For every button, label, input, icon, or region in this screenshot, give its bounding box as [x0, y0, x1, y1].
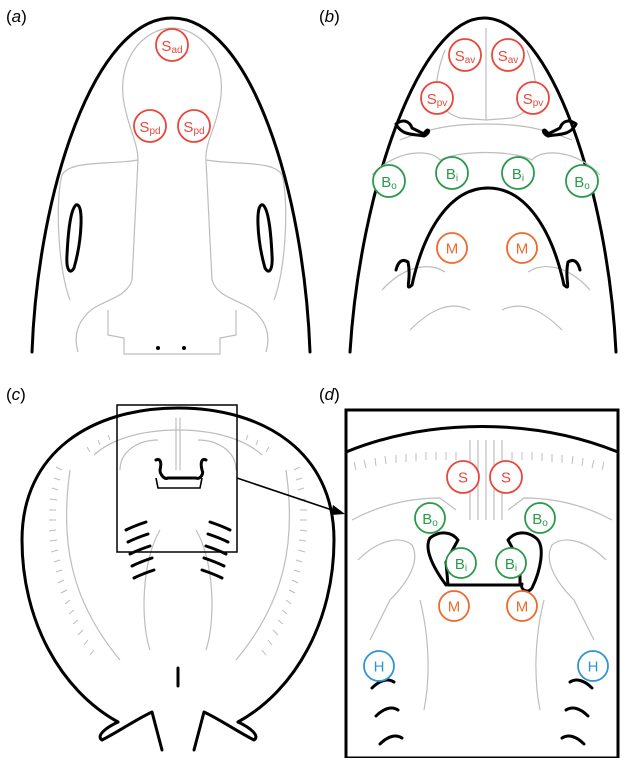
marker-m-left-d: M	[439, 591, 469, 621]
marker-b-i-left-b: Bi	[436, 157, 468, 189]
mouth-outline-c	[156, 459, 206, 478]
marker-b-o-right-b: Bo	[566, 165, 598, 197]
marker-s-left-d: S	[447, 461, 479, 493]
zoom-arrowhead	[331, 505, 345, 515]
right-eye	[258, 205, 272, 271]
svg-text:M: M	[516, 599, 529, 616]
head-outline-a	[32, 18, 310, 352]
marker-s-pd-right: Spd	[178, 110, 210, 142]
marker-b-i-left-d: Bi	[446, 548, 476, 578]
left-nostril	[396, 121, 429, 136]
panel-label-d: (d)	[319, 385, 340, 404]
gill-slits-right	[202, 522, 230, 578]
marker-b-o-left-d: Bo	[415, 503, 445, 533]
marker-h-right-d: H	[578, 651, 608, 681]
panel-a-dorsal-head	[32, 18, 310, 354]
pelvic-fins	[100, 712, 256, 750]
marker-h-left-d: H	[364, 651, 394, 681]
panel-c-whole-body	[22, 405, 345, 750]
marker-s-pv-left: Spv	[421, 82, 453, 114]
marker-b-i-right-b: Bi	[502, 157, 534, 189]
svg-text:H: H	[588, 659, 599, 676]
marker-m-left-b: M	[437, 233, 467, 263]
marker-s-right-d: S	[490, 461, 522, 493]
gill-slits-left	[126, 522, 154, 578]
left-eye	[67, 205, 81, 271]
panel-label-b: (b)	[319, 7, 340, 26]
panel-label-a: (a)	[6, 7, 27, 26]
panel-d-mouth-closeup	[346, 410, 618, 758]
svg-text:M: M	[448, 599, 461, 616]
marker-b-i-right-d: Bi	[496, 548, 526, 578]
marker-s-ad: Sad	[156, 29, 188, 61]
closeup-gill-slits-left	[372, 680, 402, 744]
marker-m-right-d: M	[507, 591, 537, 621]
marker-b-o-right-d: Bo	[525, 503, 555, 533]
marker-b-o-left-b: Bo	[373, 165, 405, 197]
marker-s-av-left: Sav	[449, 39, 481, 71]
marker-s-pd-left: Spd	[134, 110, 166, 142]
marker-s-pv-right: Spv	[517, 82, 549, 114]
svg-text:S: S	[501, 470, 511, 487]
svg-text:M: M	[446, 241, 459, 258]
closeup-gill-slits-right	[562, 680, 592, 744]
closeup-disc-edge	[346, 427, 618, 453]
svg-text:S: S	[458, 470, 468, 487]
svg-text:M: M	[516, 241, 529, 258]
mouth-outline-b	[396, 188, 580, 287]
marker-s-av-right: Sav	[492, 39, 524, 71]
panel-label-c: (c)	[6, 385, 26, 404]
marker-m-right-b: M	[507, 233, 537, 263]
svg-text:H: H	[374, 659, 385, 676]
